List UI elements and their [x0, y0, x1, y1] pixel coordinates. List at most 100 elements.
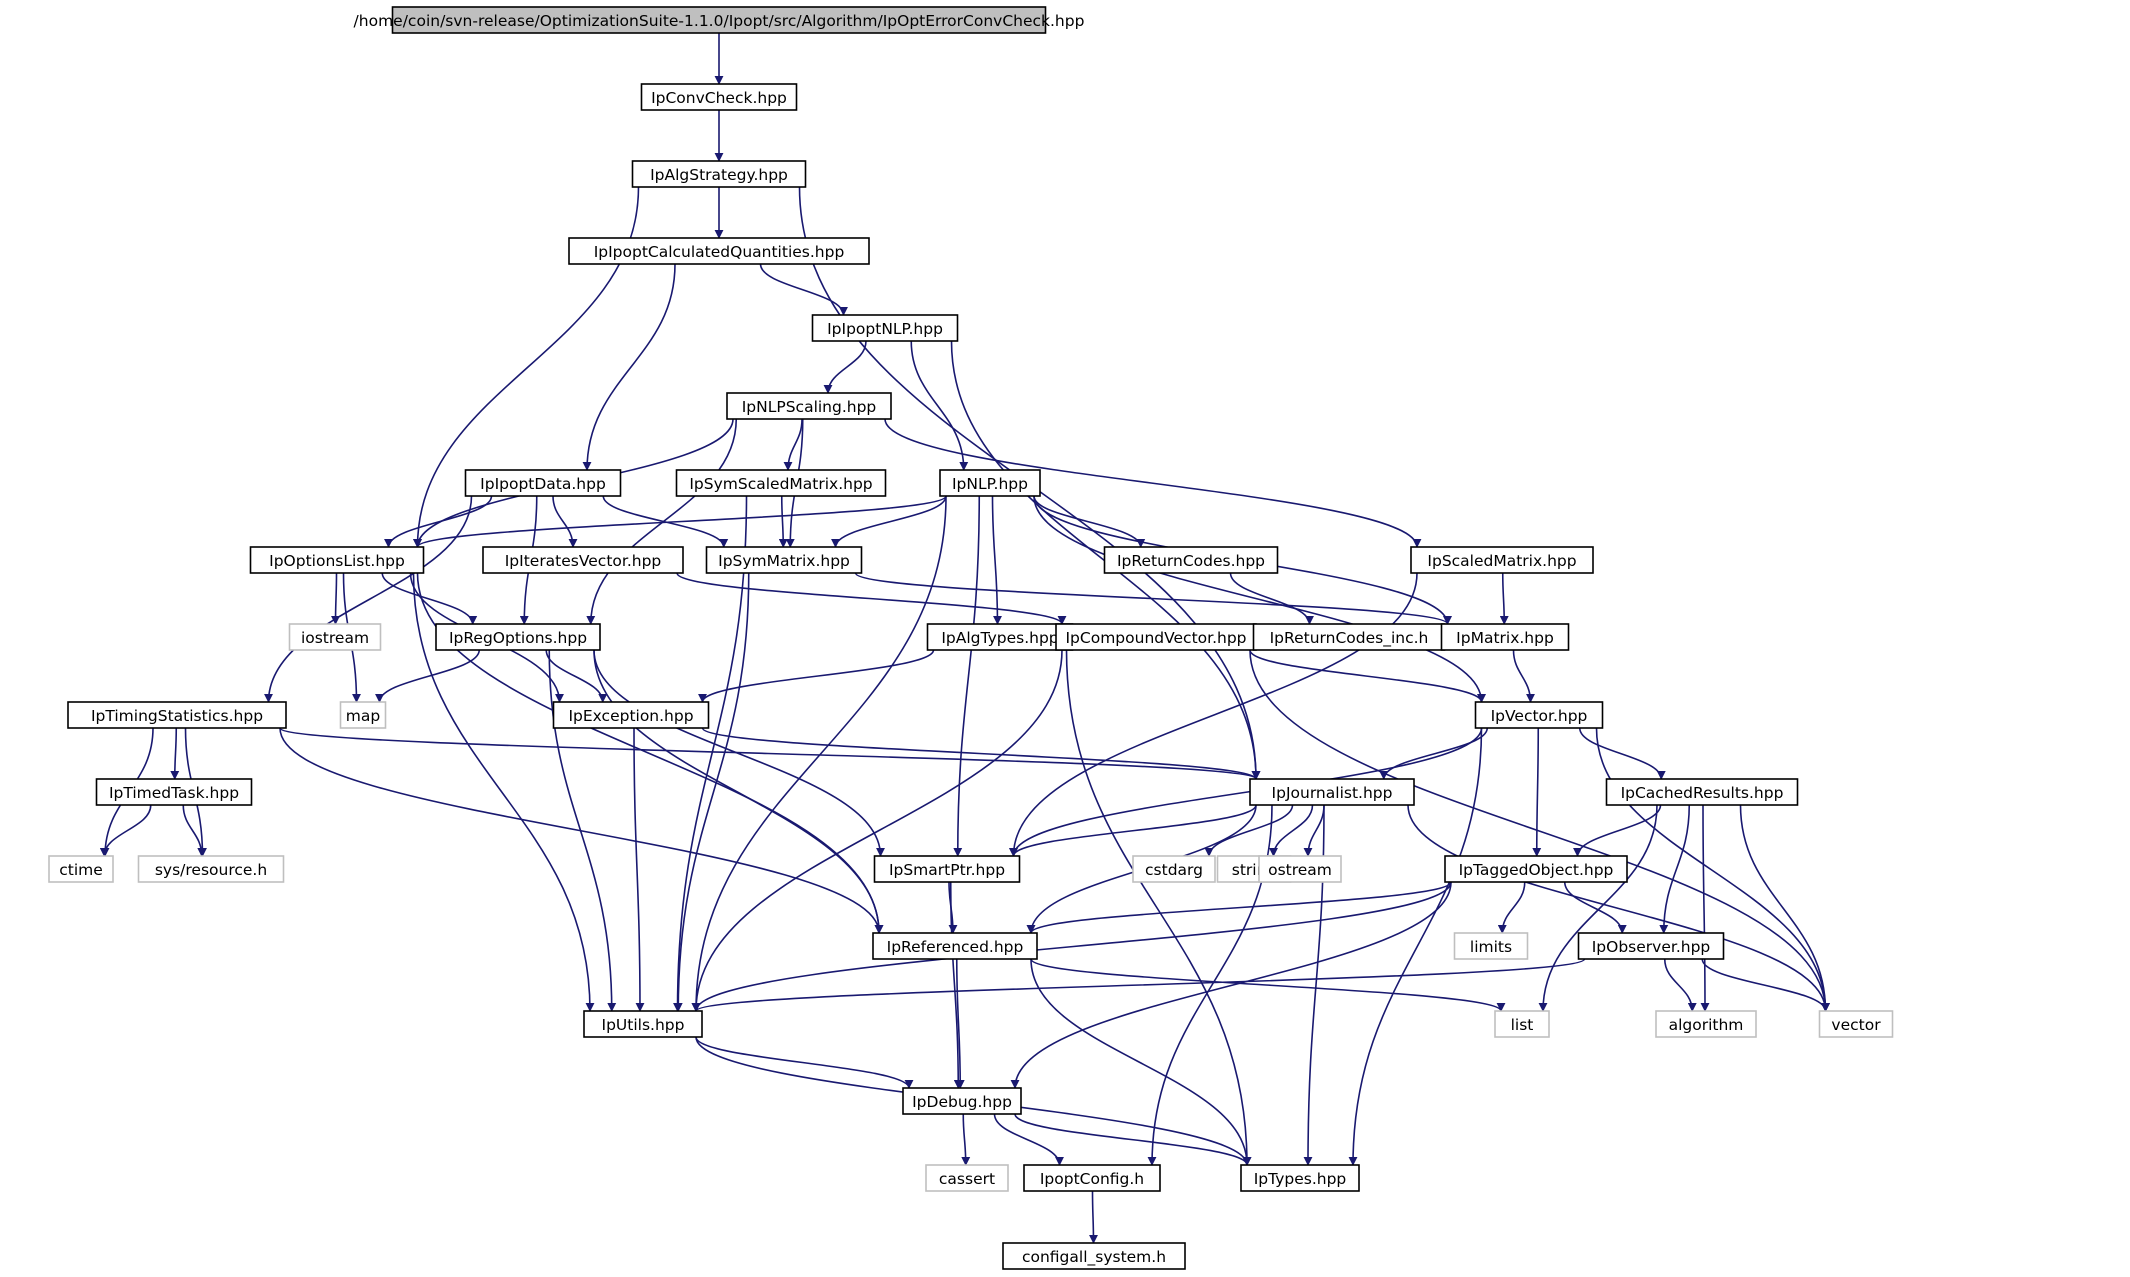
file-node-ipnlp-hpp[interactable]: IpNLP.hpp [939, 469, 1041, 497]
edge-algtypes-to-types [1065, 649, 1252, 1166]
edge-line [1348, 727, 1483, 1166]
file-node-ipdebug-hpp[interactable]: IpDebug.hpp [902, 1087, 1022, 1115]
node-box [1818, 1010, 1894, 1038]
file-node-ipalgtypes-hpp[interactable]: IpAlgTypes.hpp [926, 623, 1074, 651]
file-node-ipcachedresults-hpp[interactable]: IpCachedResults.hpp [1605, 778, 1799, 806]
edge-nlp-to-utils [691, 495, 947, 1012]
node-label: IpSymScaledMatrix.hpp [689, 475, 872, 493]
file-node-ipconvcheck-hpp[interactable]: IpConvCheck.hpp [640, 83, 798, 111]
node-label: ctime [59, 861, 103, 879]
file-node-iputils-hpp[interactable]: IpUtils.hpp [583, 1010, 703, 1038]
edge-line [1014, 1113, 1252, 1166]
node-box [1023, 1164, 1161, 1192]
edge-nlpscaling-to-symscaled [783, 418, 803, 471]
edge-line [1009, 804, 1257, 857]
file-node-ipobserver-hpp[interactable]: IpObserver.hpp [1577, 932, 1725, 960]
edge-symmatrix-to-utils [673, 572, 750, 1012]
file-node-ipoptionslist-hpp[interactable]: IpOptionsList.hpp [249, 546, 425, 574]
node-box [1103, 546, 1279, 574]
file-nodes: /home/coin/svn-release/OptimizationSuite… [48, 6, 1894, 1270]
node-box [1252, 623, 1446, 651]
node-label: IpOptionsList.hpp [269, 552, 405, 570]
file-node-iptypes-hpp[interactable]: IpTypes.hpp [1240, 1164, 1360, 1192]
node-box [873, 855, 1021, 883]
edge-line [1700, 804, 1710, 1012]
file-node-ipjournalist-hpp[interactable]: IpJournalist.hpp [1249, 778, 1415, 806]
file-node-ipipoptdata-hpp[interactable]: IpIpoptData.hpp [464, 469, 622, 497]
edge-cached-to-vector [1739, 804, 1830, 1012]
edge-line [264, 495, 473, 703]
edge-nlp-to-vector_hpp [1033, 495, 1486, 703]
file-node-ipsymscaledmatrix-hpp[interactable]: IpSymScaledMatrix.hpp [675, 469, 887, 497]
edge-observer-to-algorithm [1663, 958, 1697, 1012]
file-node-ipreturncodes-inc-h[interactable]: IpReturnCodes_inc.h [1252, 623, 1446, 651]
edge-line [1659, 804, 1691, 934]
edge-line [413, 495, 947, 548]
node-box [1474, 701, 1604, 729]
edge-ipoptnlp-to-nlp [910, 340, 969, 471]
file-node-ipipoptnlp-hpp[interactable]: IpIpoptNLP.hpp [811, 314, 959, 342]
external-header-vector: vector [1818, 1010, 1894, 1038]
file-node-configall-system-h[interactable]: configall_system.h [1002, 1242, 1186, 1270]
node-label: IpTaggedObject.hpp [1459, 861, 1614, 879]
file-node-ipiteratesvector-hpp[interactable]: IpIteratesVector.hpp [482, 546, 684, 574]
edge-line [1663, 958, 1697, 1012]
edge-line [381, 572, 478, 625]
file-node-ipmatrix-hpp[interactable]: IpMatrix.hpp [1440, 623, 1570, 651]
edge-line [1249, 649, 1486, 703]
edge-line [695, 1036, 914, 1089]
edge-line [1269, 804, 1314, 857]
edge-line [1499, 572, 1509, 625]
edge-line [949, 881, 963, 1089]
file-node-ipcompoundvector-hpp[interactable]: IpCompoundVector.hpp [1055, 623, 1257, 651]
file-node-ipvector-hpp[interactable]: IpVector.hpp [1474, 701, 1604, 729]
edge-cached-to-list [1538, 804, 1658, 1012]
node-label: IpNLPScaling.hpp [742, 398, 877, 416]
file-node-ipsymmatrix-hpp[interactable]: IpSymMatrix.hpp [705, 546, 863, 574]
file-node-ipreferenced-hpp[interactable]: IpReferenced.hpp [872, 932, 1038, 960]
file-node-ipipoptcalculatedquantities-hpp[interactable]: IpIpoptCalculatedQuantities.hpp [568, 237, 870, 265]
node-box [1453, 932, 1529, 960]
node-box [1577, 932, 1725, 960]
external-header-algorithm: algorithm [1655, 1010, 1757, 1038]
file-node-ipreturncodes-hpp[interactable]: IpReturnCodes.hpp [1103, 546, 1279, 574]
node-box [1444, 855, 1628, 883]
edge-regoptions-to-exception [545, 649, 608, 703]
edge-line [1497, 881, 1526, 934]
file-node-ipscaledmatrix-hpp[interactable]: IpScaledMatrix.hpp [1410, 546, 1594, 574]
edge-line [701, 727, 1261, 780]
edge-line [593, 649, 884, 934]
file-node-iptimedtask-hpp[interactable]: IpTimedTask.hpp [95, 778, 253, 806]
edge-line [698, 649, 935, 703]
file-node-ipsmartptr-hpp[interactable]: IpSmartPtr.hpp [873, 855, 1021, 883]
node-box [939, 469, 1041, 497]
edge-line [1249, 649, 1830, 1012]
edge-line [1026, 881, 1452, 934]
file-node-ipoptconfig-h[interactable]: IpoptConfig.h [1023, 1164, 1161, 1192]
edge-tagged-to-observer [1563, 881, 1627, 934]
edge-referenced-to-debug [955, 958, 965, 1089]
node-box [48, 855, 114, 883]
node-box [391, 6, 1047, 34]
edge-exception-to-journalist [701, 727, 1261, 780]
edge-line [1030, 958, 1252, 1166]
edge-timingstats-to-timedtask [170, 727, 180, 780]
node-box [1249, 778, 1415, 806]
file-node-ipregoptions-hpp[interactable]: IpRegOptions.hpp [435, 623, 601, 651]
node-label: IpUtils.hpp [602, 1016, 685, 1034]
edge-nlp-to-symmatrix [831, 495, 947, 548]
node-box [435, 623, 601, 651]
file-node-ipnlpscaling-hpp[interactable]: IpNLPScaling.hpp [726, 392, 892, 420]
file-node-iptaggedobject-hpp[interactable]: IpTaggedObject.hpp [1444, 855, 1628, 883]
edge-scaledmatrix-to-matrix [1499, 572, 1509, 625]
node-label: IpSymMatrix.hpp [718, 552, 850, 570]
node-box [568, 237, 870, 265]
edge-line [1204, 804, 1294, 857]
file-node-ipexception-hpp[interactable]: IpException.hpp [552, 701, 710, 729]
file-node-home-coin-svn-release-optimizationsuite-1-1-0-ipopt-src-algorithm-ipopterrorconvcheck-hpp[interactable]: /home/coin/svn-release/OptimizationSuite… [354, 6, 1085, 34]
edge-referenced-to-types [1030, 958, 1252, 1166]
edge-line [552, 495, 578, 548]
file-node-iptimingstatistics-hpp[interactable]: IpTimingStatistics.hpp [67, 701, 287, 729]
file-node-ipalgstrategy-hpp[interactable]: IpAlgStrategy.hpp [631, 160, 807, 188]
edge-line [823, 340, 867, 394]
